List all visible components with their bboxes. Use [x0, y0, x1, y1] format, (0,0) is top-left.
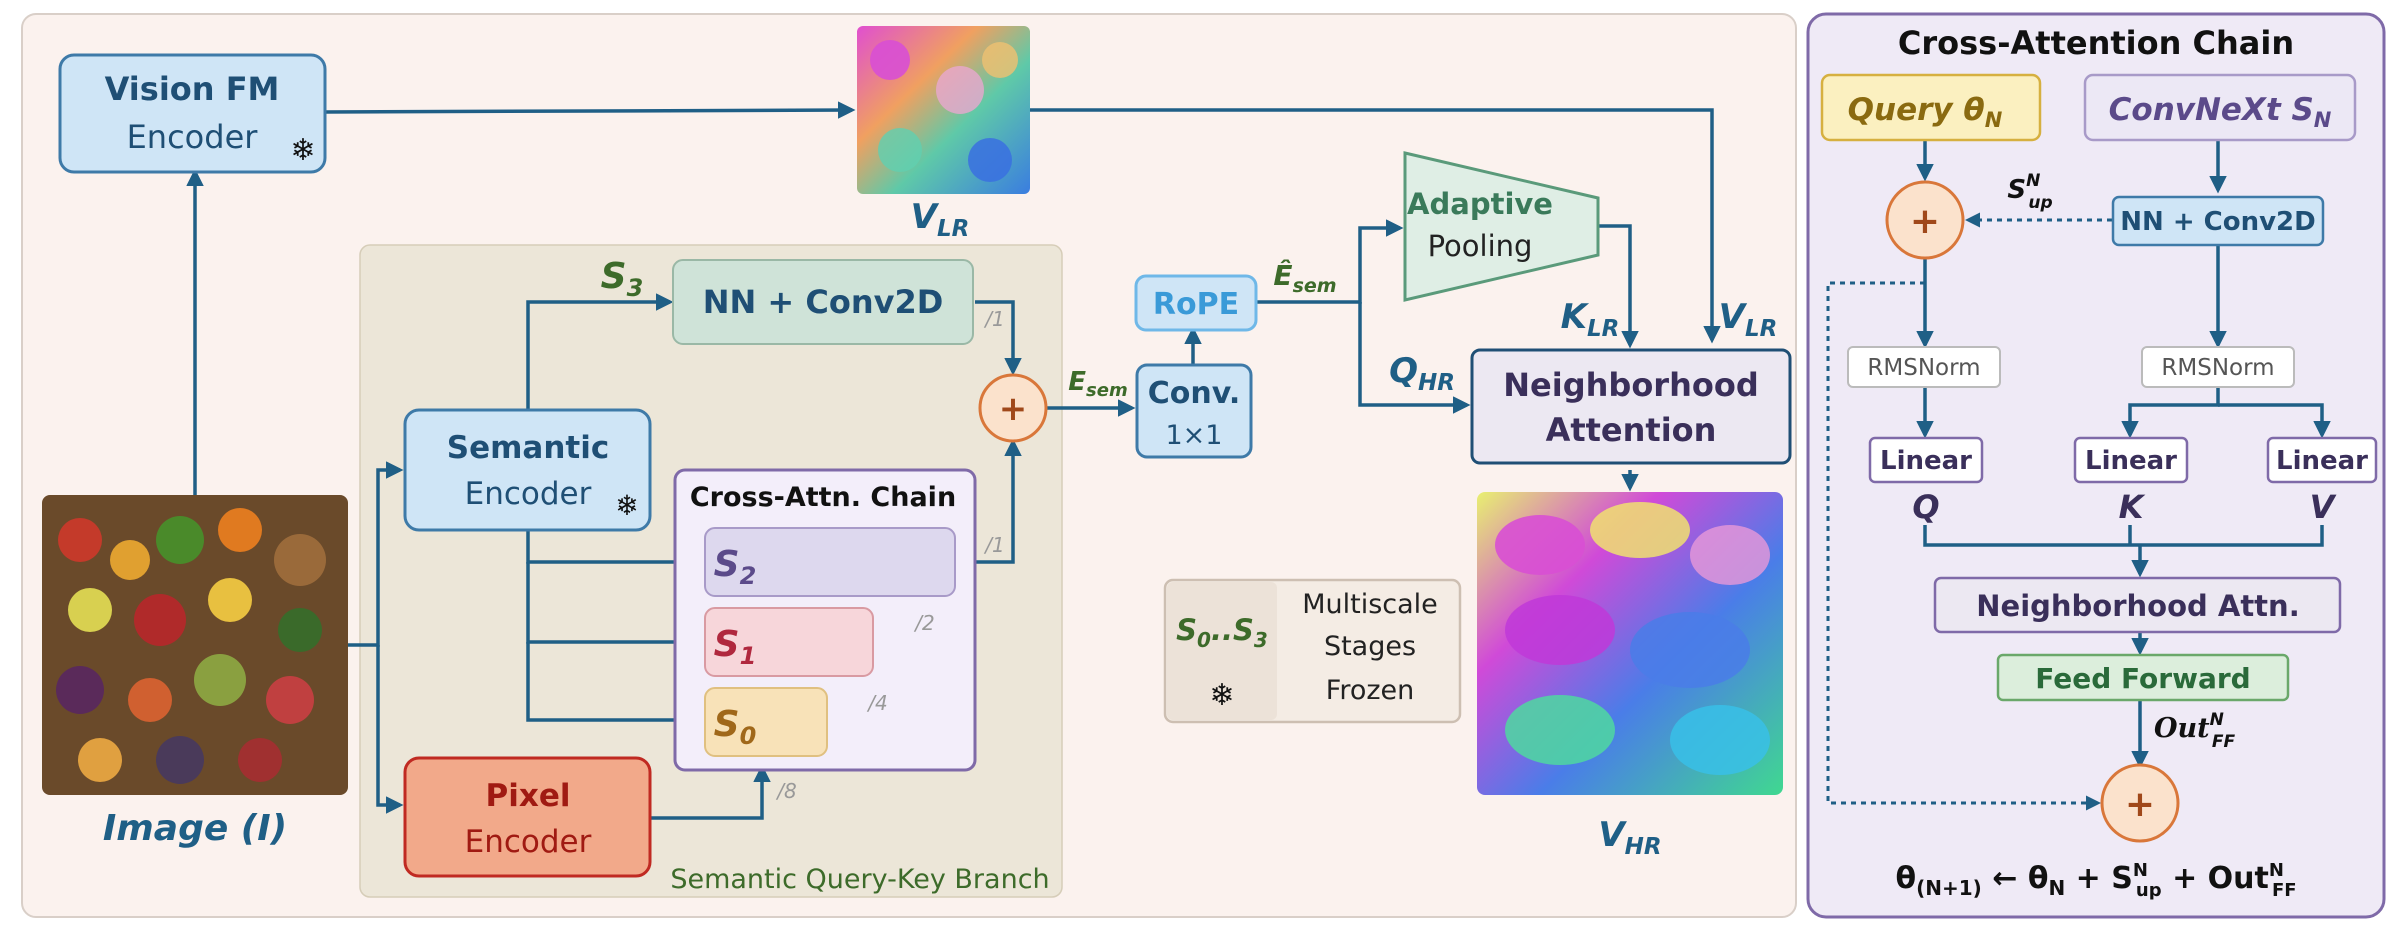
scale-s1: /2: [913, 611, 934, 635]
vision-fm-encoder: [58, 53, 327, 174]
snowflake-icon: ❄: [290, 133, 315, 168]
rmsnorm-right-label: RMSNorm: [2161, 355, 2274, 381]
e-hat-sem-label: Êsem: [1273, 258, 1336, 297]
scale-s0: /4: [866, 691, 887, 715]
plus-icon: +: [999, 389, 1028, 429]
cross-attn-chain-label: Cross-Attn. Chain: [690, 482, 956, 513]
conv-title: Conv.: [1148, 376, 1241, 411]
pooling-subtitle: Pooling: [1428, 229, 1533, 263]
pixel-encoder-subtitle: Encoder: [465, 824, 592, 860]
sum-node: [978, 373, 1048, 443]
s2-label: S2: [714, 544, 757, 590]
v-hr-feature-map: [1477, 492, 1783, 795]
legend-swatch-area: [1167, 582, 1277, 720]
convnext-block: [2083, 73, 2357, 142]
legend-line1: Multiscale: [1302, 589, 1438, 620]
plus-icon: +: [2125, 784, 2155, 825]
linear-v-label: Linear: [2276, 446, 2368, 476]
legend-line3: Frozen: [1326, 675, 1415, 706]
input-image: [42, 495, 348, 795]
nn-conv2d-block-right: [2111, 195, 2325, 247]
stage-s2: [704, 527, 956, 597]
linear-k: [2073, 436, 2189, 484]
s0-label: S0: [714, 704, 757, 750]
q-hr-label: QHR: [1389, 351, 1455, 396]
neighborhood-attn-label: Neighborhood Attn.: [1976, 589, 2299, 623]
right-panel-title: Cross-Attention Chain: [1898, 24, 2294, 62]
e-sem-label: Esem: [1068, 367, 1127, 401]
legend-stages-label: S0..S3: [1176, 613, 1268, 652]
scale-pixel: /8: [775, 779, 796, 803]
rmsnorm-right: [2141, 346, 2295, 388]
conv-subtitle: 1×1: [1166, 420, 1223, 451]
image-label: Image (I): [103, 808, 287, 849]
adaptive-pooling: [1403, 151, 1600, 302]
k-label: K: [2119, 488, 2146, 526]
neighborhood-attn-block: [1933, 576, 2342, 634]
feed-forward-block: [1996, 653, 2290, 702]
rope-label: RoPE: [1153, 287, 1239, 322]
semantic-encoder-subtitle: Encoder: [465, 476, 592, 512]
pooling-title: Adaptive: [1407, 187, 1553, 221]
linear-v: [2266, 436, 2378, 484]
sum-node-2: [2100, 763, 2180, 843]
legend-line2: Stages: [1324, 631, 1416, 662]
snowflake-icon: ❄: [1209, 678, 1234, 713]
pixel-encoder: [403, 756, 652, 878]
neighborhood-attention: [1470, 348, 1792, 465]
scale-s3: /1: [983, 307, 1004, 331]
rmsnorm-left-label: RMSNorm: [1867, 355, 1980, 381]
s3-label: S3: [601, 256, 644, 302]
stage-s0: [704, 687, 828, 757]
s1-label: S1: [714, 624, 757, 670]
neighborhood-attention-line2: Attention: [1546, 411, 1717, 449]
sum-node-1: [1885, 180, 1965, 260]
feed-forward-label: Feed Forward: [2035, 662, 2250, 695]
v-lr-label: VLR: [911, 197, 970, 242]
rmsnorm-left: [1847, 346, 2001, 388]
rope-block: [1134, 274, 1258, 332]
neighborhood-attention-line1: Neighborhood: [1503, 366, 1758, 404]
nn-conv2d-block: [672, 259, 974, 345]
query-block: [1820, 73, 2042, 142]
snowflake-icon: ❄: [615, 489, 638, 522]
connectors: [186, 101, 1721, 820]
plus-icon: +: [1910, 201, 1940, 242]
linear-k-label: Linear: [2085, 446, 2177, 476]
branch-label: Semantic Query-Key Branch: [670, 864, 1049, 895]
v-hr-label: VHR: [1598, 815, 1661, 860]
v-lr-input-label: VLR: [1719, 297, 1778, 342]
linear-q-label: Linear: [1880, 446, 1972, 476]
vision-fm-title: Vision FM: [105, 70, 280, 108]
query-label: Query θN: [1848, 92, 2003, 132]
q-label: Q: [1912, 488, 1939, 526]
pixel-encoder-title: Pixel: [486, 778, 571, 814]
nn-conv2d-right-label: NN + Conv2D: [2120, 207, 2315, 237]
v-label: V: [2310, 488, 2337, 526]
nn-conv2d-label: NN + Conv2D: [703, 283, 944, 321]
conv-1x1: [1135, 363, 1253, 459]
stage-s1: [704, 607, 874, 677]
vision-fm-subtitle: Encoder: [127, 118, 259, 156]
linear-q: [1868, 436, 1984, 484]
right-panel-connectors: [1916, 140, 2331, 769]
v-lr-feature-map: [857, 26, 1030, 194]
semantic-encoder-title: Semantic: [447, 430, 609, 466]
scale-s2: /1: [983, 533, 1004, 557]
convnext-label: ConvNeXt SN: [2109, 92, 2332, 132]
semantic-encoder: [403, 408, 652, 532]
k-lr-label: KLR: [1561, 297, 1620, 342]
